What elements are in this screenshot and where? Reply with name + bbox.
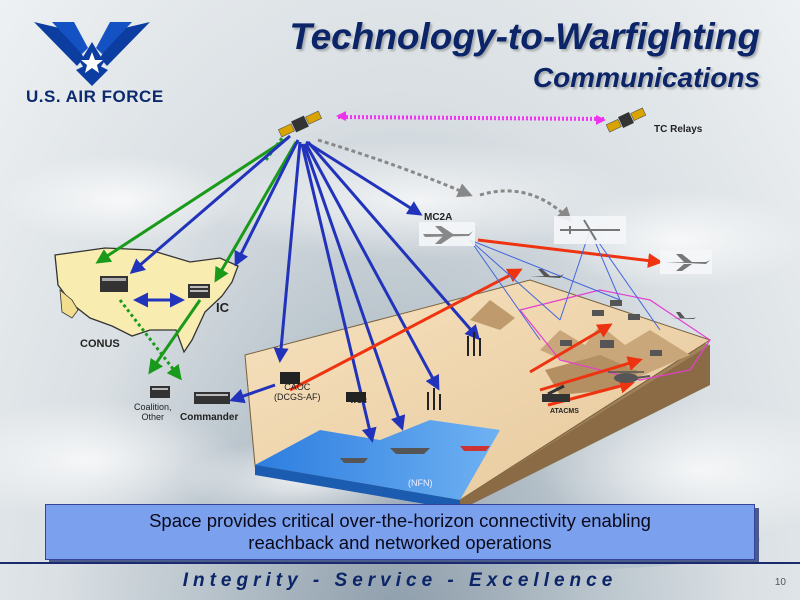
logo-text: U.S. AIR FORCE <box>26 87 164 106</box>
ic-server-icon <box>188 284 210 298</box>
satellite-main <box>277 110 323 138</box>
radar-tower-icon <box>467 332 481 356</box>
uav-aircraft-icon <box>554 216 626 244</box>
label-commander: Commander <box>180 412 239 423</box>
uplink-arrows <box>129 134 480 443</box>
helicopter-icon <box>608 371 651 383</box>
label-mc2a: MC2A <box>424 212 453 223</box>
fighter-aircraft-icon <box>660 250 712 274</box>
label-caoc: CAOC (DCGS-AF) <box>274 382 321 402</box>
conus-building-icon <box>100 276 128 292</box>
ground-station-icon <box>427 388 441 410</box>
label-coalition: Coalition, Other <box>134 402 172 422</box>
network-lines <box>469 229 661 341</box>
label-conus: CONUS <box>80 338 120 350</box>
footer-motto: Integrity - Service - Excellence <box>182 570 618 591</box>
commander-server-icon <box>194 392 230 404</box>
air-force-wings-logo <box>34 22 150 86</box>
label-nfn: (NFN) <box>408 478 433 488</box>
slide-title: Technology-to-Warfighting <box>289 16 760 57</box>
woc-node-icon <box>346 392 366 402</box>
mc2a-aircraft-icon <box>419 222 475 246</box>
tanker-aircraft-icon <box>530 269 564 278</box>
atacms-launcher-icon <box>542 384 570 402</box>
coalition-server-icon <box>150 386 170 398</box>
label-tc-relays: TC Relays <box>654 124 703 135</box>
footer-divider <box>0 562 800 564</box>
slide-subtitle: Communications <box>532 62 760 93</box>
caption-text: Space provides critical over-the-horizon… <box>149 510 651 553</box>
caption-box: Space provides critical over-the-horizon… <box>45 504 755 560</box>
label-ic: IC <box>216 300 229 315</box>
page-number: 10 <box>774 577 786 588</box>
label-atacms: ATACMS <box>550 408 579 415</box>
satellite-relay <box>605 107 647 133</box>
small-aircraft-icon <box>670 312 696 319</box>
naval-ships-icon <box>340 446 490 463</box>
label-woc: WOC <box>350 398 368 405</box>
target-vehicles-icon <box>560 300 662 356</box>
caoc-node-icon <box>280 372 300 384</box>
